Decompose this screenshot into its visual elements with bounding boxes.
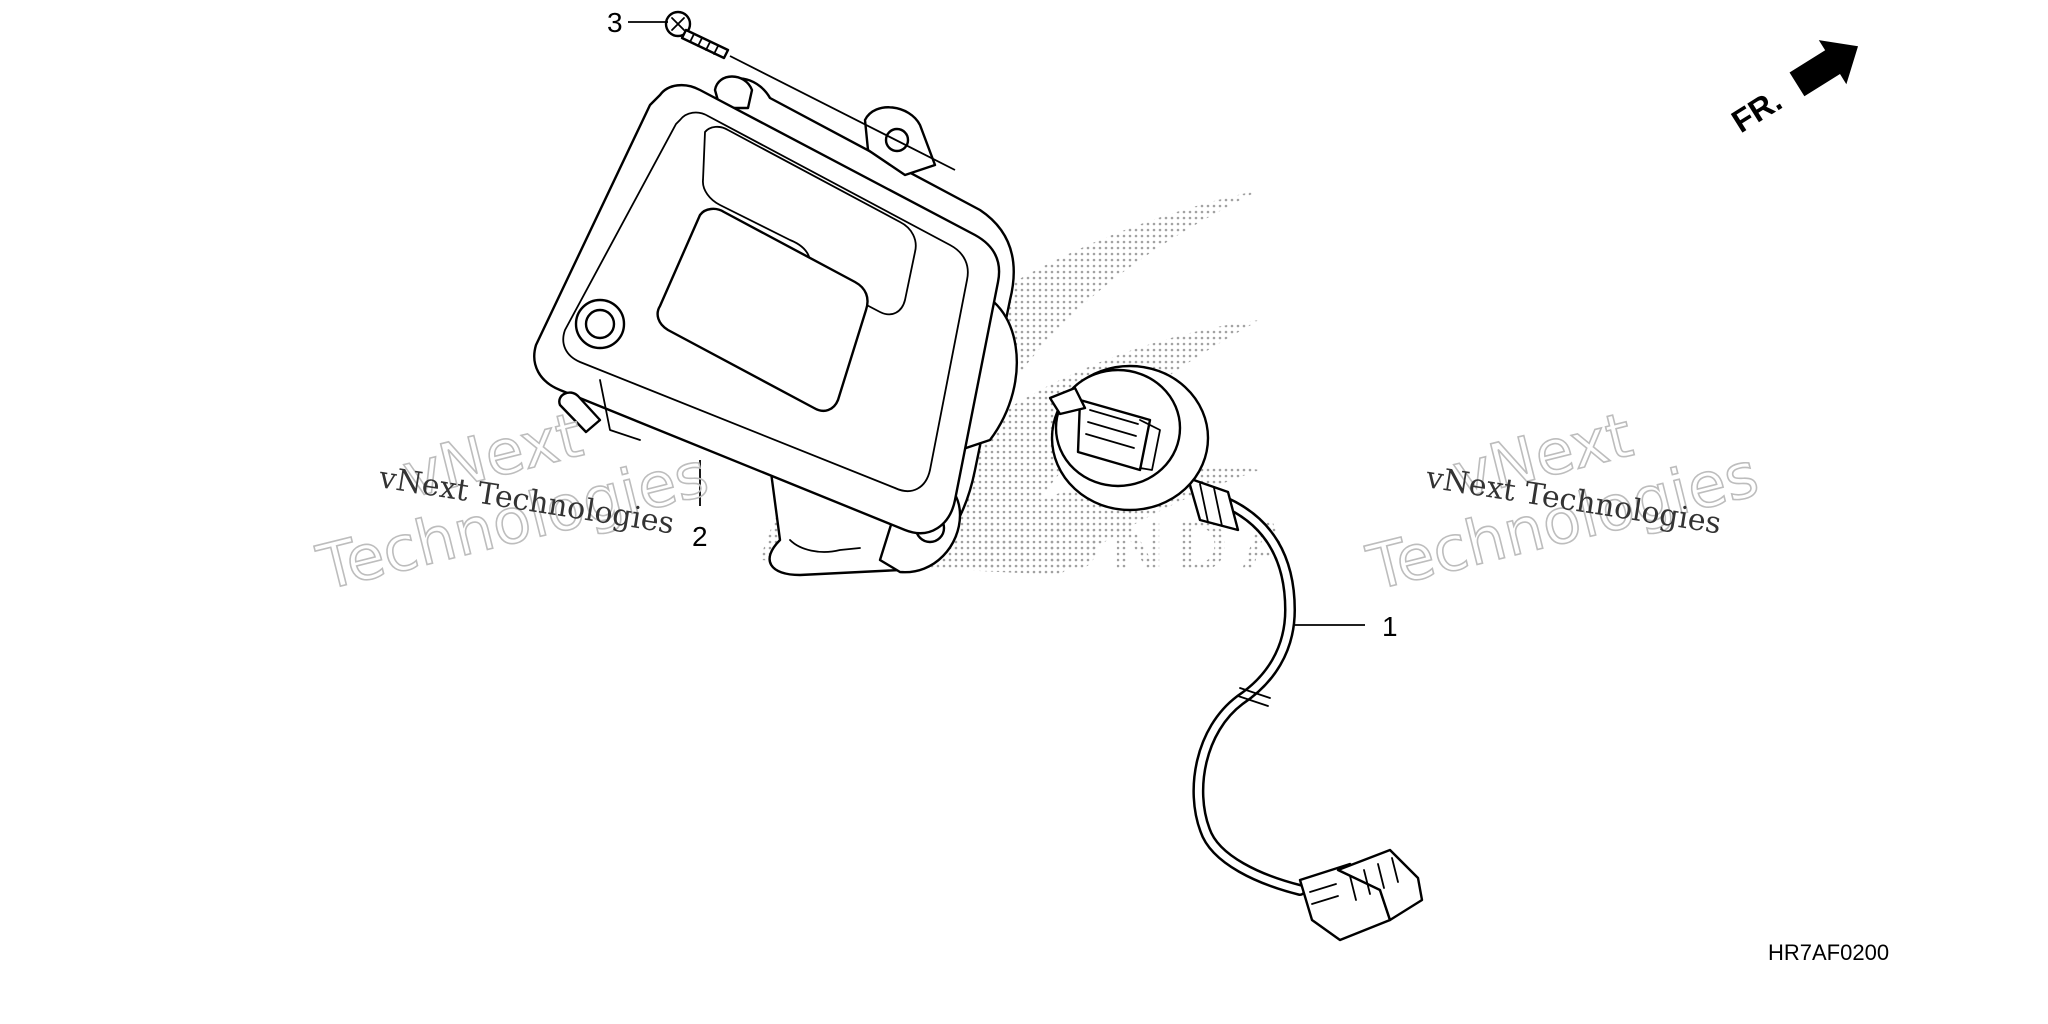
callout-part-3: 3 (607, 7, 623, 38)
diagram-code: HR7AF0200 (1768, 940, 1889, 965)
svg-text:HONDA: HONDA (980, 506, 1304, 586)
screw-part-3 (664, 10, 730, 60)
meter-unit-part-2 (533, 75, 1018, 577)
leader-lines (628, 21, 1365, 626)
front-direction-label: FR. (1725, 82, 1788, 140)
front-direction-arrow: FR. (1725, 40, 1859, 140)
callout-part-2: 2 (692, 521, 708, 552)
callout-part-1: 1 (1382, 611, 1398, 642)
socket-harness-part-1 (1048, 364, 1424, 942)
watermark-right: vNext Technologies vNext Technologies (1359, 397, 1766, 605)
leader-screw-to-mount (729, 55, 956, 171)
